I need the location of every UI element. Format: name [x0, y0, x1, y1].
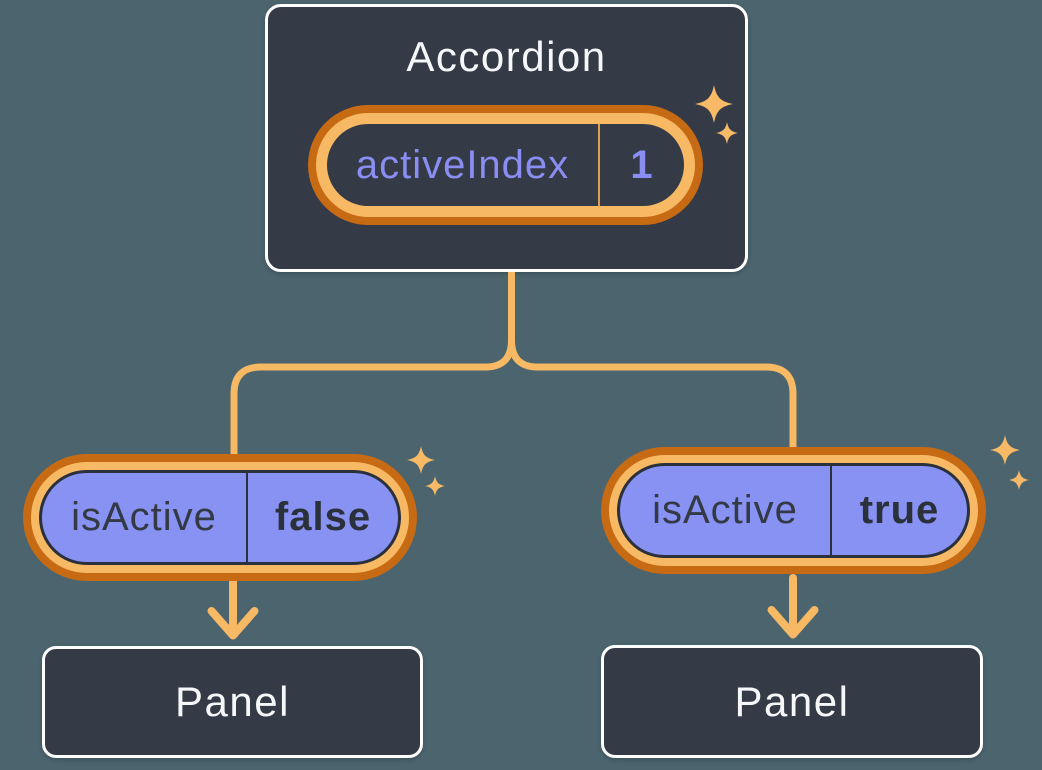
pill-fill: isActive false [39, 470, 401, 565]
pill-fill: activeIndex 1 [327, 124, 684, 206]
state-name: activeIndex [355, 142, 570, 187]
panel-label: Panel [175, 678, 290, 725]
branch-left-line [230, 339, 515, 454]
state-name: isActive [652, 488, 798, 532]
pill-inner-ring: isActive false [31, 462, 409, 573]
arrow-down-icon [207, 578, 259, 640]
arrow-down-icon [767, 574, 819, 639]
pill-inner-ring: activeIndex 1 [316, 113, 695, 217]
pill-inner-ring: isActive true [609, 455, 978, 566]
pill-fill: isActive true [617, 463, 970, 558]
branch-right-line [508, 339, 797, 448]
panel-box: Panel [601, 645, 983, 758]
pill-divider [598, 124, 600, 206]
state-value: true [859, 488, 940, 532]
is-active-true-state-pill: isActive true [601, 447, 986, 574]
accordion-title: Accordion [406, 33, 607, 80]
active-index-state-pill: activeIndex 1 [308, 105, 703, 225]
panel-label: Panel [734, 677, 850, 725]
state-name: isActive [71, 495, 217, 539]
panel-box: Panel [42, 646, 423, 758]
pill-divider [830, 466, 832, 555]
pill-divider [246, 473, 248, 562]
is-active-false-state-pill: isActive false [23, 454, 417, 581]
state-value: false [274, 495, 372, 539]
state-value: 1 [630, 142, 654, 187]
